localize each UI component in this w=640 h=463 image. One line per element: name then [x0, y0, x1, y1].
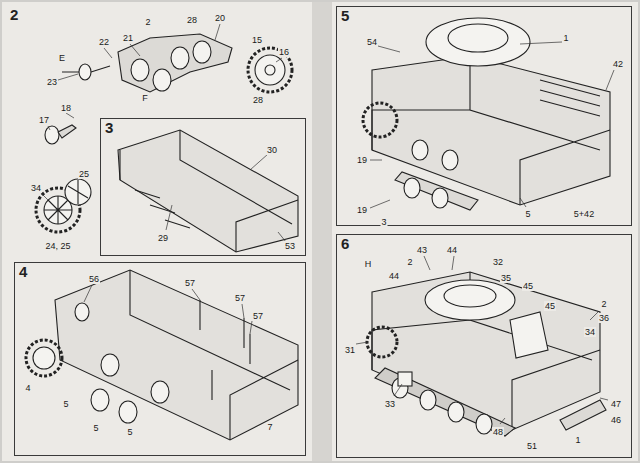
callout-number: 45: [522, 281, 534, 291]
callout-number: 5: [62, 399, 69, 409]
step-number: 2: [6, 6, 22, 24]
step-panel: 5: [336, 6, 632, 226]
callout-number: F: [141, 93, 149, 103]
callout-number: 57: [252, 311, 264, 321]
step-panel: 3: [100, 118, 306, 256]
callout-number: 23: [46, 77, 58, 87]
callout-number: 56: [88, 274, 100, 284]
callout-number: 2: [144, 17, 151, 27]
callout-number: 51: [526, 441, 538, 451]
callout-number: 1: [562, 33, 569, 43]
callout-number: 2: [600, 299, 607, 309]
callout-number: 16: [278, 47, 290, 57]
callout-number: 19: [356, 205, 368, 215]
callout-number: 3: [380, 217, 387, 227]
callout-number: 19: [356, 155, 368, 165]
callout-number: 32: [492, 257, 504, 267]
callout-number: 30: [266, 145, 278, 155]
callout-number: 46: [610, 415, 622, 425]
callout-number: 22: [98, 37, 110, 47]
callout-number: E: [58, 53, 66, 63]
callout-number: 5: [524, 209, 531, 219]
callout-number: 5: [92, 423, 99, 433]
step-number: 5: [337, 7, 353, 25]
callout-number: 20: [214, 13, 226, 23]
callout-number: 4: [24, 383, 31, 393]
callout-number: 24, 25: [44, 241, 71, 251]
callout-number: 2: [406, 257, 413, 267]
callout-number: 34: [584, 327, 596, 337]
callout-number: 28: [186, 15, 198, 25]
callout-number: 21: [122, 33, 134, 43]
step-number: 3: [101, 119, 117, 137]
callout-number: 47: [610, 399, 622, 409]
callout-number: 7: [266, 422, 273, 432]
step-panel: 4: [14, 262, 306, 456]
callout-number: 57: [234, 293, 246, 303]
step-panel: 6: [336, 234, 632, 458]
callout-number: 42: [612, 59, 624, 69]
callout-number: 29: [157, 233, 169, 243]
callout-number: 34: [30, 183, 42, 193]
callout-number: 43: [416, 245, 428, 255]
callout-number: 28: [252, 95, 264, 105]
callout-number: 17: [38, 115, 50, 125]
callout-number: H: [364, 259, 373, 269]
callout-number: 25: [78, 169, 90, 179]
step-number: 6: [337, 235, 353, 253]
callout-number: 1: [574, 435, 581, 445]
callout-number: 36: [598, 313, 610, 323]
callout-number: 5+42: [573, 209, 595, 219]
callout-number: 18: [60, 103, 72, 113]
callout-number: 44: [388, 271, 400, 281]
step-number: 4: [15, 263, 31, 281]
callout-number: 57: [184, 278, 196, 288]
callout-number: 45: [544, 301, 556, 311]
callout-number: 54: [366, 37, 378, 47]
callout-number: 44: [446, 245, 458, 255]
callout-number: 53: [284, 241, 296, 251]
callout-number: 5: [126, 427, 133, 437]
callout-number: 15: [251, 35, 263, 45]
callout-number: 31: [344, 345, 356, 355]
callout-number: 33: [384, 399, 396, 409]
callout-number: 35: [500, 273, 512, 283]
callout-number: 48: [492, 427, 504, 437]
